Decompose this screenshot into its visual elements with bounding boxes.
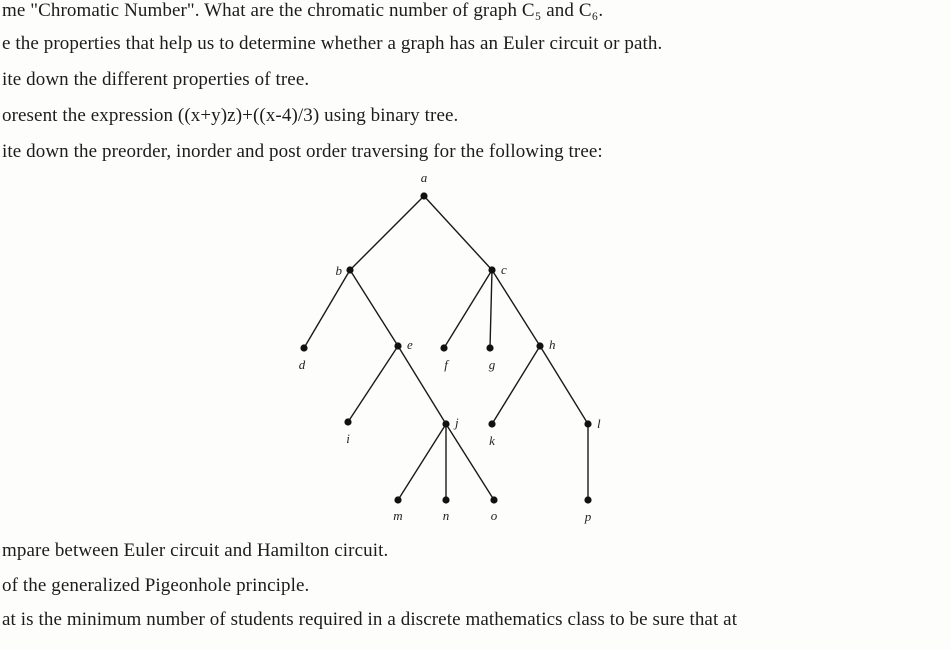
tree-edge-c-f <box>443 269 493 349</box>
question-euler-properties: e the properties that help us to determi… <box>2 33 663 54</box>
tree-node-f <box>440 344 448 352</box>
tree-node-label-l: l <box>597 416 601 431</box>
tree-node-label-a: a <box>421 170 428 185</box>
tree-node-n <box>442 496 450 504</box>
question-euler-vs-hamilton: mpare between Euler circuit and Hamilton… <box>2 540 389 561</box>
tree-node-label-h: h <box>549 337 556 352</box>
tree-node-l <box>584 420 592 428</box>
tree-edge-h-k <box>491 345 541 425</box>
question-minimum-students: at is the minimum number of students req… <box>2 609 738 630</box>
tree-node-a <box>420 192 428 200</box>
tree-node-i <box>344 418 352 426</box>
tree-edge-e-j <box>397 345 447 425</box>
tree-node-c <box>488 266 496 274</box>
tree-node-m <box>394 496 402 504</box>
question-binary-tree-expression: oresent the expression ((x+y)z)+((x-4)/3… <box>2 105 459 126</box>
tree-node-h <box>536 342 544 350</box>
question-tree-traversal: ite down the preorder, inorder and post … <box>2 141 603 162</box>
tree-nodes: a b c d e f g h i j k l m n o p <box>299 170 601 524</box>
tree-node-label-n: n <box>443 508 450 523</box>
question-pigeonhole: of the generalized Pigeonhole principle. <box>2 575 310 596</box>
tree-node-label-e: e <box>407 337 413 352</box>
tree-edge-e-i <box>347 345 399 423</box>
tree-node-g <box>486 344 494 352</box>
tree-edges <box>303 195 589 501</box>
tree-node-label-d: d <box>299 357 306 372</box>
tree-node-label-c: c <box>501 262 507 277</box>
tree-edge-b-d <box>303 269 351 349</box>
tree-node-p <box>584 496 592 504</box>
tree-edge-h-l <box>539 345 589 425</box>
tree-edge-b-e <box>349 269 399 347</box>
tree-node-label-k: k <box>489 433 495 448</box>
tree-edge-j-m <box>397 423 447 501</box>
tree-node-b <box>346 266 354 274</box>
tree-node-label-j: j <box>453 415 459 430</box>
tree-node-d <box>300 344 308 352</box>
tree-node-label-f: f <box>444 357 450 372</box>
tree-node-label-i: i <box>346 431 350 446</box>
tree-node-label-o: o <box>491 508 498 523</box>
tree-node-label-p: p <box>584 509 592 524</box>
tree-node-label-g: g <box>489 357 496 372</box>
tree-node-label-m: m <box>393 508 402 523</box>
tree-node-e <box>394 342 402 350</box>
tree-edge-c-g <box>489 269 493 349</box>
tree-node-k <box>488 420 496 428</box>
tree-edge-j-o <box>445 423 495 501</box>
question-chromatic-number: me "Chromatic Number". What are the chro… <box>2 0 604 21</box>
tree-edge-a-b <box>349 195 425 271</box>
tree-node-o <box>490 496 498 504</box>
tree-edge-a-c <box>423 195 493 271</box>
question-tree-properties: ite down the different properties of tre… <box>2 69 310 90</box>
tree-node-label-b: b <box>336 263 343 278</box>
tree-edge-c-h <box>491 269 541 347</box>
tree-node-j <box>442 420 450 428</box>
